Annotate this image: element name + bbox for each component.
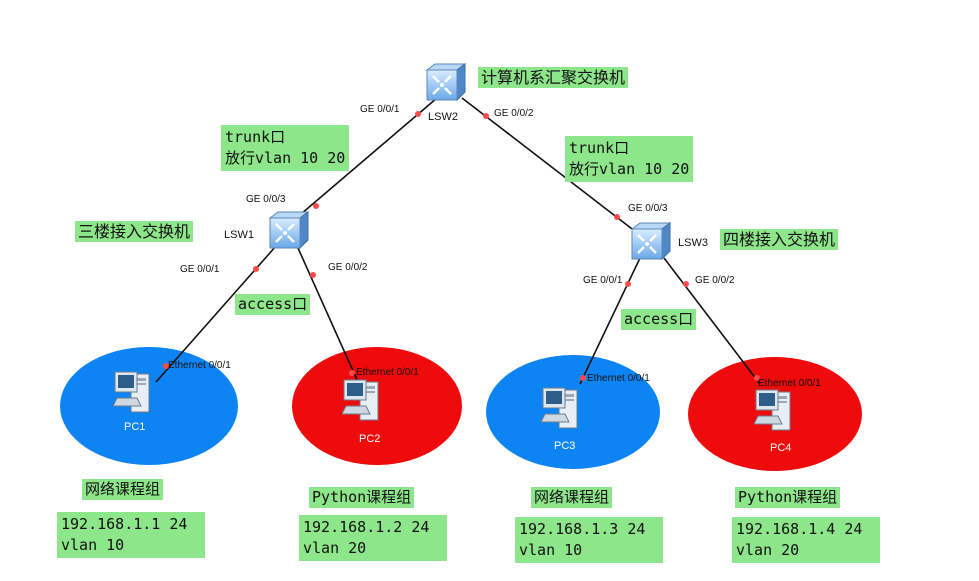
link-lsw1-pc2 xyxy=(297,247,359,383)
pc1-ip: 192.168.1.1 24 xyxy=(61,515,188,533)
pc-icon xyxy=(540,387,578,429)
port-dot xyxy=(683,281,689,287)
pc4-group-label: Python课程组 xyxy=(735,487,841,508)
port-label: GE 0/0/1 xyxy=(583,275,623,286)
pc4-vlan: vlan 20 xyxy=(736,541,800,559)
pc2-group-label: Python课程组 xyxy=(309,487,415,508)
pc4-label: PC4 xyxy=(770,442,792,454)
access-label-right: access口 xyxy=(621,309,697,330)
pc2-ip: 192.168.1.2 24 xyxy=(303,518,430,536)
pc-icon xyxy=(341,379,379,421)
lsw3-description: 四楼接入交换机 xyxy=(720,229,839,250)
port-label: GE 0/0/2 xyxy=(695,275,735,286)
port-dot xyxy=(349,370,355,376)
pc2-port-label: Ethernet 0/0/1 xyxy=(356,367,419,378)
lsw1-description: 三楼接入交换机 xyxy=(75,221,194,242)
switch-icon xyxy=(425,63,467,102)
switch-icon xyxy=(630,222,672,261)
port-dot xyxy=(253,266,259,272)
pc3-port-label: Ethernet 0/0/1 xyxy=(587,373,650,384)
port-dot xyxy=(163,363,169,369)
trunk-label-right: trunk口 放行vlan 10 20 xyxy=(565,136,694,182)
pc3-ip-block: 192.168.1.3 24 vlan 10 xyxy=(515,517,663,563)
switch-icon xyxy=(268,211,310,250)
pc4-ip-block: 192.168.1.4 24 vlan 20 xyxy=(732,517,880,563)
trunk-label-right-line2: 放行vlan 10 20 xyxy=(569,160,690,178)
trunk-label-left-line1: trunk口 xyxy=(225,128,286,146)
port-dot xyxy=(754,375,760,381)
pc4-ip: 192.168.1.4 24 xyxy=(736,520,863,538)
pc-icon xyxy=(112,371,150,413)
link-lsw3-pc3 xyxy=(579,257,641,385)
port-dot xyxy=(415,111,421,117)
pc4-port-label: Ethernet 0/0/1 xyxy=(758,378,821,389)
trunk-label-left-line2: 放行vlan 10 20 xyxy=(225,149,346,167)
port-label: GE 0/0/1 xyxy=(360,104,400,115)
port-dot xyxy=(310,272,316,278)
switch-lsw2[interactable] xyxy=(423,62,467,104)
pc1-group-label: 网络课程组 xyxy=(82,479,164,500)
pc3-ip: 192.168.1.3 24 xyxy=(519,520,646,538)
port-label: GE 0/0/2 xyxy=(494,108,534,119)
switch-lsw3-label: LSW3 xyxy=(678,237,708,249)
port-label: GE 0/0/3 xyxy=(628,203,668,214)
pc4[interactable] xyxy=(753,386,794,434)
pc1-port-label: Ethernet 0/0/1 xyxy=(168,360,231,371)
access-label-left: access口 xyxy=(235,294,311,315)
link-lsw2-lsw3 xyxy=(461,97,637,233)
pc1-ip-block: 192.168.1.1 24 vlan 10 xyxy=(57,512,205,558)
switch-lsw2-label: LSW2 xyxy=(428,111,458,123)
trunk-label-right-line1: trunk口 xyxy=(569,139,630,157)
pc1-label: PC1 xyxy=(124,421,146,433)
port-label: GE 0/0/3 xyxy=(246,194,286,205)
trunk-label-left: trunk口 放行vlan 10 20 xyxy=(221,125,350,171)
pc-icon xyxy=(753,389,791,431)
port-dot xyxy=(483,113,489,119)
link-lsw2-lsw1 xyxy=(293,97,438,221)
pc2-label: PC2 xyxy=(359,433,381,445)
port-dot xyxy=(580,375,586,381)
port-label: GE 0/0/2 xyxy=(328,262,368,273)
pc3[interactable] xyxy=(540,384,581,432)
pc3-label: PC3 xyxy=(554,440,576,452)
port-dot xyxy=(313,203,319,209)
link-lsw3-pc4 xyxy=(663,257,761,385)
pc1-vlan: vlan 10 xyxy=(61,536,125,554)
port-label: GE 0/0/1 xyxy=(180,264,220,275)
pc3-group-label: 网络课程组 xyxy=(531,487,613,508)
lsw2-description: 计算机系汇聚交换机 xyxy=(478,67,629,88)
switch-lsw1[interactable] xyxy=(266,210,310,252)
switch-lsw1-label: LSW1 xyxy=(224,229,254,241)
pc2-ip-block: 192.168.1.2 24 vlan 20 xyxy=(299,515,447,561)
pc3-vlan: vlan 10 xyxy=(519,541,583,559)
pc1[interactable] xyxy=(112,368,153,416)
pc2-vlan: vlan 20 xyxy=(303,539,367,557)
pc2[interactable] xyxy=(341,376,382,424)
switch-lsw3[interactable] xyxy=(628,221,672,263)
port-dot xyxy=(625,281,631,287)
port-dot xyxy=(614,214,620,220)
